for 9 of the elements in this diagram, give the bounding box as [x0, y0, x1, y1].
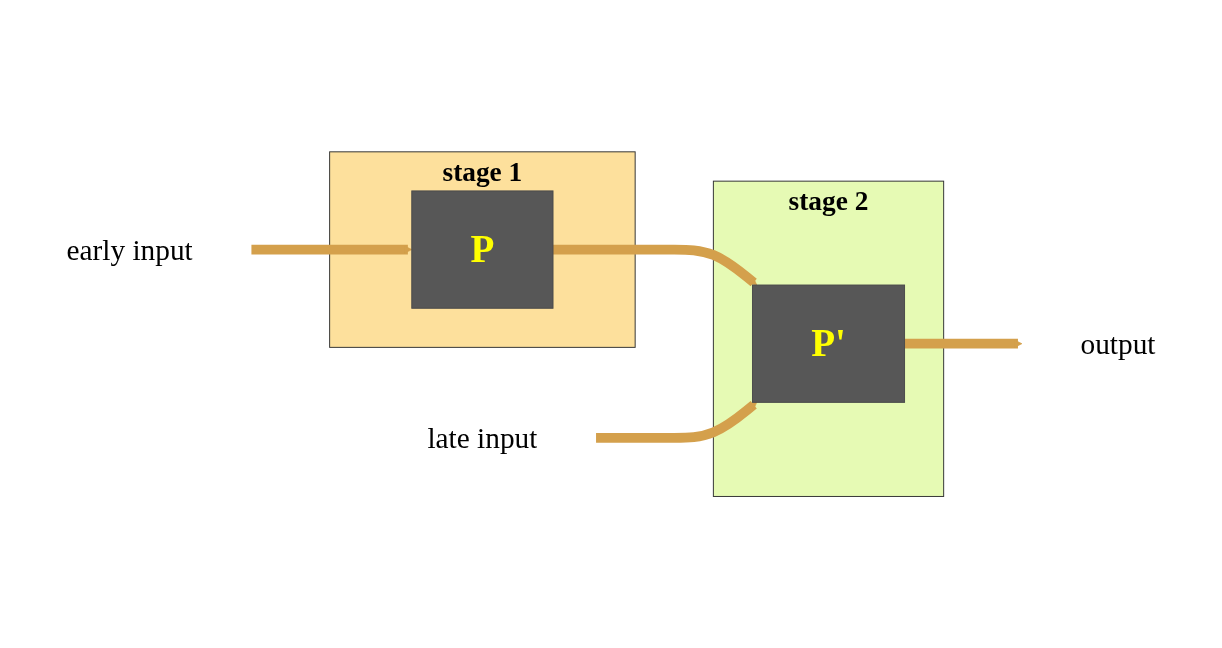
node-box: P' [752, 284, 906, 403]
arrow [596, 400, 758, 443]
arrow [251, 244, 413, 255]
node-box: P [411, 190, 554, 309]
node-text: early input [66, 233, 193, 266]
node-text: late input [427, 421, 538, 454]
arrow [904, 338, 1023, 349]
node-text: output [1080, 327, 1156, 360]
arrow [553, 244, 758, 287]
